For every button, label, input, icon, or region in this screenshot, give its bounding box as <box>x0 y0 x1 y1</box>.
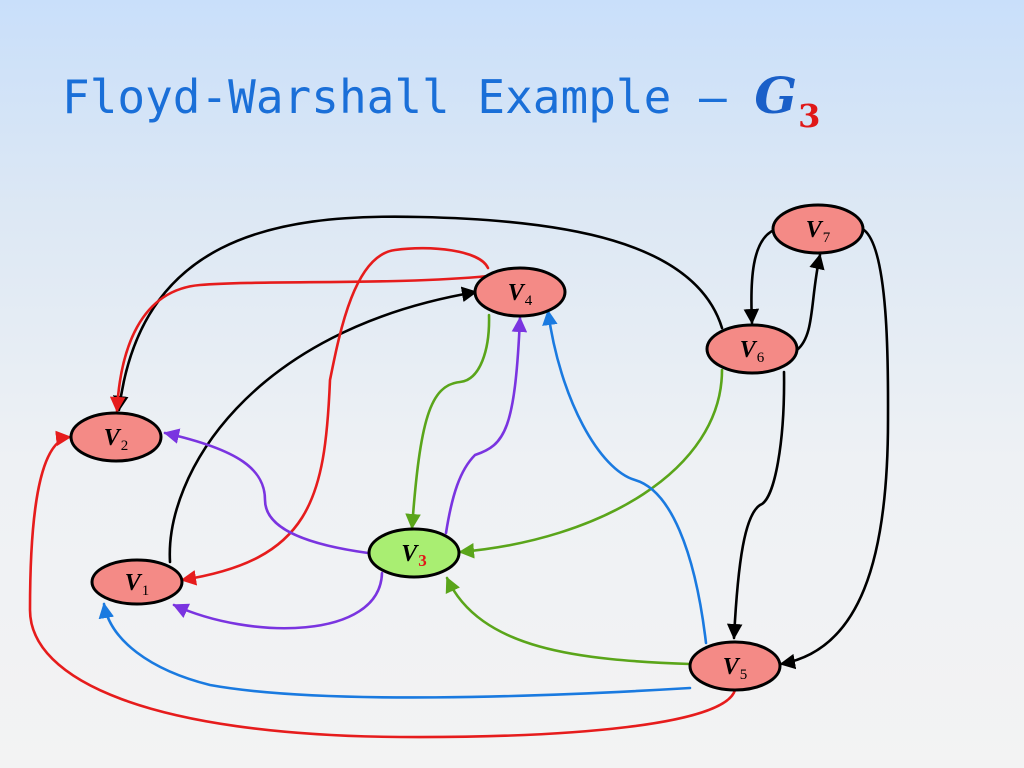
edge-v5-to-v3 <box>445 576 692 666</box>
edge-v5-to-v2 <box>28 430 737 739</box>
node-v7-letter: V <box>806 217 824 243</box>
node-v5-letter: V <box>723 654 741 680</box>
edge-v3-to-v2 <box>163 428 370 555</box>
edges <box>28 215 890 739</box>
edge-v7-to-v6 <box>743 228 776 325</box>
title-text: Floyd-Warshall Example – <box>62 70 755 124</box>
edge-v6-to-v7 <box>795 253 825 352</box>
edge-v1-to-v4 <box>168 286 478 564</box>
node-v1: V1 <box>90 558 184 606</box>
node-v6-subscript: 6 <box>757 350 765 366</box>
edge-v3-to-v1 <box>172 571 384 630</box>
node-v6-label: V6 <box>740 337 765 366</box>
node-v2-subscript: 2 <box>121 438 129 454</box>
edge-v6-to-v2 <box>112 215 724 412</box>
node-v5: V5 <box>688 640 782 692</box>
node-v3-shape <box>367 527 461 579</box>
node-v2: V2 <box>69 411 163 463</box>
edge-v4-to-v2 <box>109 274 490 413</box>
edge-v6-to-v5 <box>726 370 786 640</box>
node-v3-label: V3 <box>401 541 427 570</box>
node-v6: V6 <box>705 323 799 375</box>
node-v4-shape <box>473 266 567 318</box>
slide-title: Floyd-Warshall Example – G3 <box>62 66 820 135</box>
node-v1-shape <box>90 558 184 606</box>
edge-v7-to-v5 <box>779 228 890 670</box>
node-v5-label: V5 <box>723 654 748 683</box>
node-v7: V7 <box>771 203 865 255</box>
edge-v4-to-v1 <box>180 246 490 586</box>
edge-v5-to-v4 <box>542 309 708 645</box>
node-v4-label: V4 <box>508 280 533 309</box>
node-v2-shape <box>69 411 163 463</box>
node-v3-subscript: 3 <box>418 551 427 570</box>
node-v7-label: V7 <box>806 217 831 246</box>
node-v2-letter: V <box>104 425 122 451</box>
title-graph-symbol: G <box>754 66 798 125</box>
node-v6-shape <box>705 323 799 375</box>
edge-v5-to-v1 <box>98 602 692 699</box>
node-v4: V4 <box>473 266 567 318</box>
node-v2-label: V2 <box>104 425 129 454</box>
node-v5-subscript: 5 <box>740 667 748 683</box>
title-graph-subscript: 3 <box>798 97 821 135</box>
node-v1-letter: V <box>125 570 143 596</box>
node-v3: V3 <box>367 527 461 579</box>
node-v7-subscript: 7 <box>823 230 831 246</box>
edge-v4-to-v3 <box>405 313 491 530</box>
node-v5-shape <box>688 640 782 692</box>
node-v4-subscript: 4 <box>525 293 533 309</box>
node-v3-letter: V <box>401 541 419 567</box>
edge-v6-to-v3 <box>458 368 724 559</box>
node-v1-subscript: 1 <box>142 583 150 599</box>
node-v4-letter: V <box>508 280 526 306</box>
node-v7-shape <box>771 203 865 255</box>
node-v1-label: V1 <box>125 570 150 599</box>
edge-v3-to-v4 <box>444 316 528 535</box>
node-v6-letter: V <box>740 337 758 363</box>
